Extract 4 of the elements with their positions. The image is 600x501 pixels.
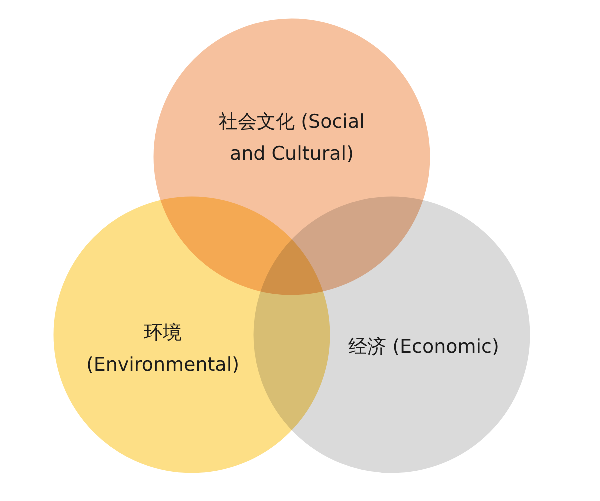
circle-label: 经济 (Economic)	[348, 335, 500, 360]
venn-circle	[252, 195, 532, 475]
circle-label: 环境 (Environmental)	[85, 321, 241, 378]
circle-label: 社会文化 (Social and Cultural)	[218, 110, 366, 167]
